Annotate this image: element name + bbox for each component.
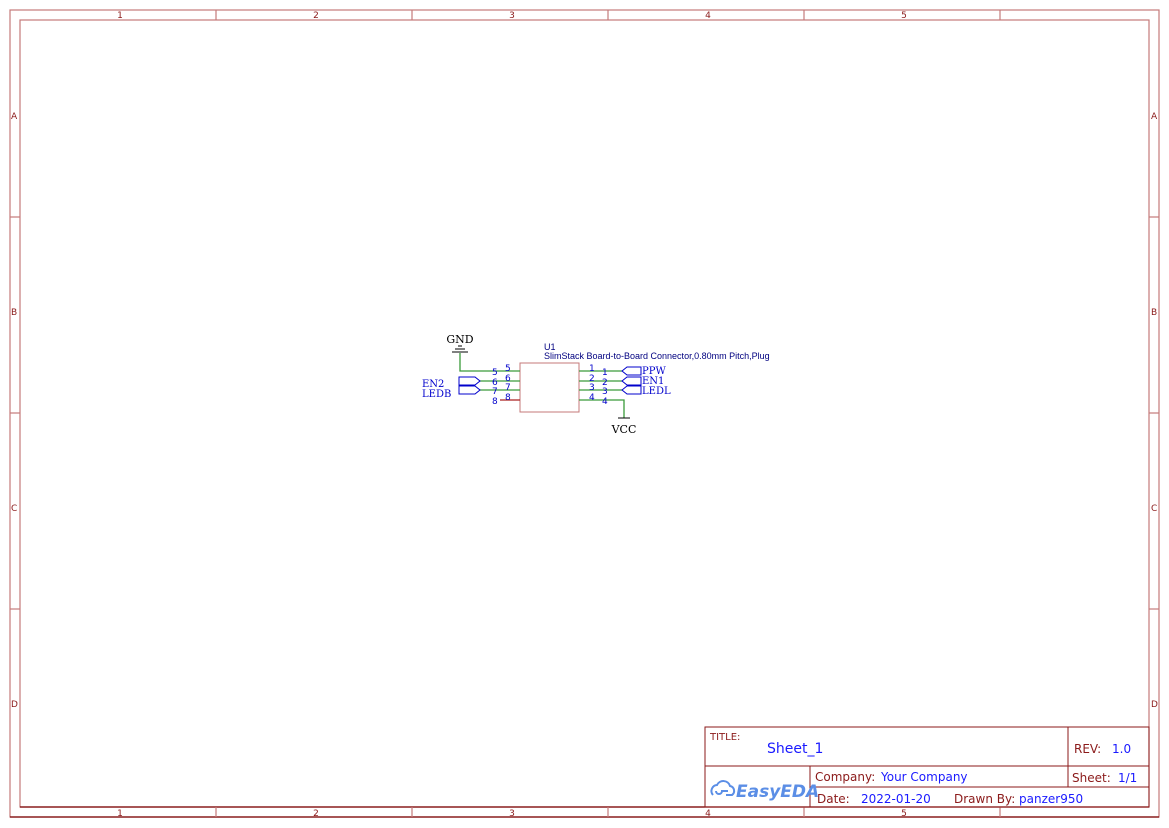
row-label: C [1151, 504, 1157, 514]
column-label: 1 [117, 11, 123, 21]
ground-icon [452, 345, 468, 353]
inner-border [19, 19, 1150, 808]
pin-number: 4 [589, 393, 595, 403]
pin-numbers-right: 1 1 2 2 3 3 4 4 [589, 364, 608, 407]
column-label: 5 [901, 11, 907, 21]
vcc-symbol[interactable]: VCC [611, 417, 637, 436]
wires [459, 353, 625, 418]
rev-label: REV: [1074, 742, 1101, 756]
net-label-ledb[interactable]: LEDB [422, 389, 451, 400]
pin-number: 5 [505, 364, 511, 374]
bottom-border-dark [10, 806, 1159, 818]
pin-number: 2 [602, 378, 608, 388]
pin-number: 6 [505, 374, 511, 384]
net-ports-left [458, 376, 481, 395]
column-label: 3 [509, 809, 515, 819]
component-description: SlimStack Board-to-Board Connector,0.80m… [544, 351, 770, 361]
company-value: Your Company [880, 770, 968, 784]
column-label: 3 [509, 11, 515, 21]
net-label-en2[interactable]: EN2 [422, 379, 444, 390]
net-port-icon [458, 376, 481, 386]
column-label: 1 [117, 809, 123, 819]
title-block [704, 726, 1150, 808]
row-labels-right: A B C D [1151, 112, 1158, 710]
net-label-en1[interactable]: EN1 [642, 376, 664, 387]
gnd-symbol[interactable]: GND [446, 333, 474, 353]
drawn-by-label: Drawn By: [954, 792, 1015, 806]
net-port-icon [458, 385, 481, 395]
row-label: B [1151, 308, 1157, 318]
drawn-by-value: panzer950 [1019, 792, 1083, 806]
pin-number: 2 [589, 374, 595, 384]
date-label: Date: [817, 792, 850, 806]
net-port-icon [621, 366, 642, 376]
column-label: 4 [705, 809, 711, 819]
net-ports-right [621, 366, 642, 395]
row-label: D [1151, 700, 1158, 710]
pin-number: 5 [492, 368, 498, 378]
date-value: 2022-01-20 [861, 792, 931, 806]
net-port-icon [621, 385, 642, 395]
pin-number: 3 [602, 387, 608, 397]
vcc-label: VCC [611, 423, 637, 436]
logo-text: EasyEDA [736, 782, 819, 802]
row-labels-left: A B C D [11, 112, 18, 710]
net-label-ledl[interactable]: LEDL [642, 386, 671, 397]
outer-border [9, 9, 1160, 818]
pin-number: 6 [492, 378, 498, 388]
pin-number: 1 [589, 364, 595, 374]
wire-vcc [579, 399, 625, 418]
component-u1[interactable]: U1 SlimStack Board-to-Board Connector,0.… [519, 342, 770, 413]
company-label: Company: [815, 770, 875, 784]
row-label: B [11, 308, 17, 318]
easyeda-logo: EasyEDA [710, 780, 819, 802]
pin-number: 1 [602, 368, 608, 378]
column-label: 2 [313, 809, 319, 819]
row-label: D [11, 700, 18, 710]
cloud-icon [710, 780, 736, 796]
sheet-value: 1/1 [1118, 771, 1137, 785]
pin-number: 8 [505, 393, 511, 403]
rev-value: 1.0 [1112, 742, 1131, 756]
gnd-label: GND [446, 333, 473, 346]
title-label: TITLE: [709, 732, 740, 743]
component-designator: U1 [544, 342, 556, 352]
pin-numbers-left: 5 5 6 6 7 7 8 8 [492, 364, 511, 407]
component-body[interactable] [519, 362, 580, 413]
pin-number: 3 [589, 383, 595, 393]
net-label-ppw[interactable]: PPW [642, 366, 666, 377]
pin-number: 4 [602, 397, 608, 407]
column-label: 4 [705, 11, 711, 21]
title-value: Sheet_1 [767, 741, 823, 757]
row-label: A [11, 112, 18, 122]
column-label: 5 [901, 809, 907, 819]
sheet-frame [9, 9, 1160, 818]
column-labels-bottom: 1 2 3 4 5 [117, 809, 907, 819]
row-label: A [1151, 112, 1158, 122]
row-label: C [11, 504, 17, 514]
column-labels-top: 1 2 3 4 5 [117, 11, 907, 21]
wire-gnd [459, 353, 520, 372]
column-label: 2 [313, 11, 319, 21]
pin-number: 7 [505, 383, 511, 393]
pin-number: 8 [492, 397, 498, 407]
sheet-label: Sheet: [1072, 771, 1111, 785]
pin-number: 7 [492, 387, 498, 397]
net-port-icon [621, 376, 642, 386]
column-dividers [10, 10, 1159, 817]
